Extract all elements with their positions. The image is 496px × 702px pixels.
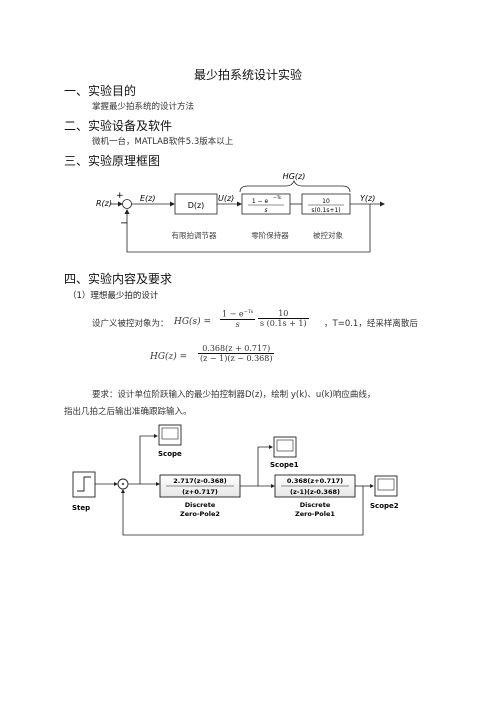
f1-num: 1 − e: [222, 309, 244, 319]
d-block-label: D(z): [188, 201, 205, 210]
step-block: Step: [72, 471, 96, 512]
plant-zero-pole-block: 0.368(z+0.717) (z-1)(z-0.368) Discrete Z…: [274, 474, 356, 518]
requirement-line-1: 要求：设计单位阶跃输入的最少拍控制器D(z)，绘制 y(k)、u(k)响应曲线，: [92, 390, 376, 400]
hg-s-label: HG(s) =: [174, 317, 212, 327]
section-4-subheading: （1）理想最少拍的设计: [68, 291, 159, 301]
section-1-text: 掌握最少拍系统的设计方法: [92, 102, 195, 112]
simulink-diagram: Step Scope 2.717(z-0.368) (z+0.717) Disc…: [72, 424, 399, 536]
zoh-caption: 零阶保持器: [251, 230, 289, 240]
section-2-heading: 二、实验设备及软件: [64, 119, 173, 133]
f1-sup: −Ts: [243, 309, 254, 315]
f1-den: s: [235, 319, 240, 329]
controller-zero-pole-block: 2.717(z-0.368) (z+0.717) Discrete Zero-P…: [159, 474, 241, 518]
r-label: R(z): [96, 199, 112, 208]
f2-den: s (0.1s + 1): [260, 319, 307, 328]
scope-block: Scope: [158, 424, 182, 458]
scope-screen-icon: [161, 427, 179, 440]
plant-formula-line: 设广义被控对象为： HG(s) = 1 − e−Ts s 10 s (0.1s …: [92, 309, 492, 341]
formula-intro: 设广义被控对象为：: [92, 319, 169, 329]
zp1-label-2: Zero-Pole1: [295, 510, 335, 518]
formula-fraction-2: 10 s (0.1s + 1): [258, 309, 309, 328]
zoh-sup: −Ts: [273, 195, 282, 201]
scope1-screen-icon: [276, 439, 294, 452]
plant-num: 10: [322, 198, 330, 205]
zoh-num: 1 − e: [252, 198, 269, 205]
step-label: Step: [72, 504, 90, 512]
scope2-screen-icon: [377, 478, 395, 491]
plant-caption: 被控对象: [313, 230, 343, 240]
section-1-heading: 一、实验目的: [64, 84, 137, 98]
y-label: Y(z): [360, 194, 375, 203]
zp1-den: (z-1)(z-0.368): [290, 488, 340, 496]
scope-label: Scope: [158, 450, 182, 458]
scope1-block: Scope1: [270, 436, 299, 469]
zp1-label-1: Discrete: [300, 501, 331, 509]
hg-z-label: HG(z): [283, 172, 306, 181]
section-4-heading: 四、实验内容及要求: [64, 272, 173, 286]
zp2-num: 2.717(z-0.368): [173, 477, 227, 485]
plant-den: s(0.1s+1): [311, 207, 340, 214]
minus-sign: −: [120, 218, 128, 229]
zp2-label-2: Zero-Pole2: [180, 510, 220, 518]
step-icon: [77, 476, 91, 492]
e-label: E(z): [140, 194, 156, 203]
block-diagram: HG(z) R(z) + − E(z) D(z) U(z) 1 − e −Ts …: [96, 172, 385, 253]
u-label: U(z): [218, 194, 234, 203]
scope2-block: Scope2: [370, 475, 399, 510]
zoh-den: s: [264, 207, 267, 214]
page-title: 最少拍系统设计实验: [193, 68, 302, 82]
formula-fraction-3: 0.368(z + 0.717) (z − 1)(z − 0.368): [198, 344, 275, 363]
hgz-num: 0.368(z + 0.717): [198, 344, 275, 354]
zp1-num: 0.368(z+0.717): [287, 477, 343, 485]
summing-junction: [122, 199, 132, 209]
formula-fraction-1: 1 − e−Ts s: [220, 309, 256, 329]
section-3-heading: 三、实验原理框图: [64, 154, 161, 168]
plus-sign: +: [116, 191, 124, 201]
scope2-label: Scope2: [370, 502, 399, 510]
requirement-line-2: 指出几拍之后输出准确跟踪输入。: [64, 407, 192, 417]
feedback-path: [126, 204, 371, 253]
hgz-den: (z − 1)(z − 0.368): [200, 354, 273, 363]
f2-num: 10: [258, 309, 309, 319]
simulink-feedback-path: [122, 486, 364, 536]
zp2-den: (z+0.717): [182, 488, 218, 496]
hg-brace: [239, 179, 351, 193]
sampling-text: ，T=0.1，经采样离散后: [324, 319, 418, 329]
controller-caption: 有限拍调节器: [172, 230, 217, 240]
hg-z-formula-label: HG(z) =: [150, 352, 188, 362]
section-2-text: 微机一台，MATLAB软件5.3版本以上: [92, 137, 234, 147]
discrete-formula-line: HG(z) = 0.368(z + 0.717) (z − 1)(z − 0.3…: [150, 344, 370, 376]
scope1-label: Scope1: [270, 461, 299, 469]
zp2-label-1: Discrete: [185, 501, 216, 509]
